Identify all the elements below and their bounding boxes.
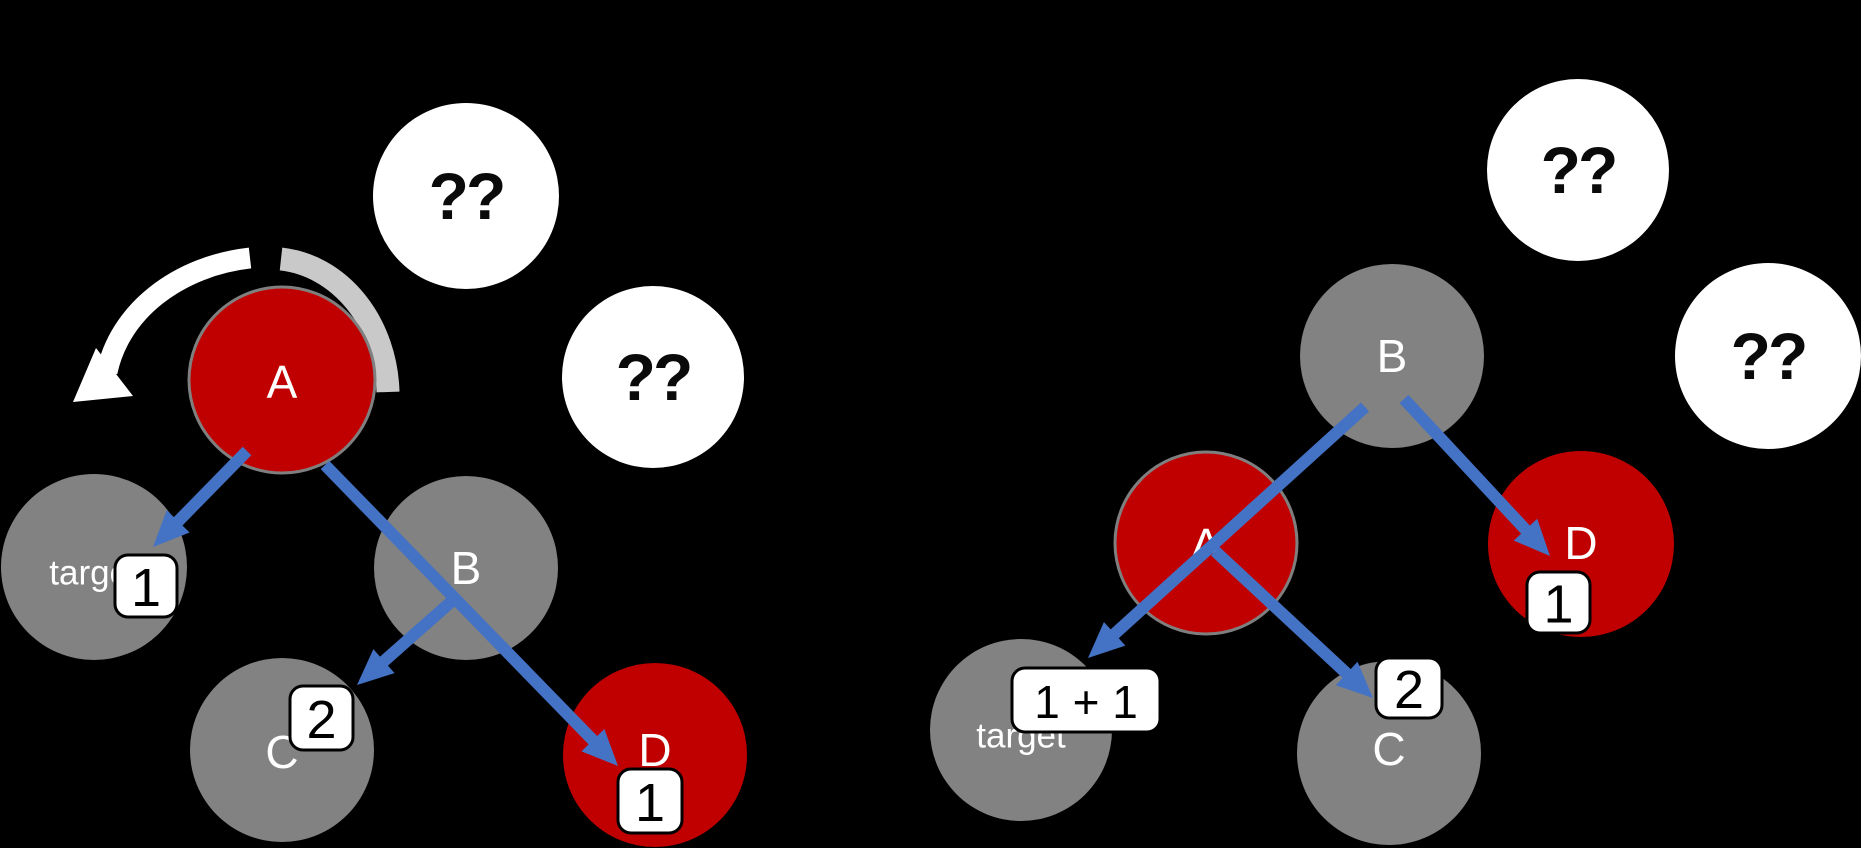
node-circle-B	[1300, 264, 1484, 448]
edge-shaft	[1210, 546, 1357, 684]
node-label-B: B	[1377, 330, 1408, 382]
node-left-unknown-2: ??	[562, 286, 744, 468]
edge-arrowhead-icon	[357, 649, 395, 685]
rotation-arrow-head	[73, 348, 133, 402]
edge-shaft	[168, 446, 252, 532]
node-circle-unknown-1	[373, 103, 559, 289]
node-circle-B	[374, 476, 558, 660]
node-circle-unknown-2	[1675, 263, 1861, 449]
node-label-A: A	[267, 356, 298, 408]
edge-shaft	[1104, 402, 1370, 644]
node-left-B: B	[374, 476, 558, 660]
cost-badge-left-2: 1	[616, 767, 684, 835]
node-left-unknown-1: ??	[373, 103, 559, 289]
edge-right-B-target	[1088, 402, 1370, 658]
cost-badge-box	[1374, 656, 1444, 720]
node-label-unknown-2: ??	[616, 340, 691, 414]
edge-shaft	[374, 596, 456, 671]
node-left-A: A	[187, 285, 377, 475]
cost-badge-label: 1 + 1	[1034, 676, 1138, 728]
edge-arrowhead-icon	[153, 510, 190, 547]
edge-shaft	[320, 460, 603, 751]
diagram-right: ????BADtargetC121 + 1	[930, 79, 1861, 845]
edge-right-B-D	[1399, 394, 1550, 556]
edge-right-A-C	[1210, 546, 1373, 698]
cost-badge-left-0: 1	[113, 553, 179, 619]
node-circle-unknown-2	[562, 286, 744, 468]
node-label-D: D	[1564, 517, 1597, 569]
node-circle-A	[187, 285, 377, 475]
cost-badge-label: 2	[1394, 660, 1424, 720]
edge-left-A-D	[320, 460, 618, 766]
node-left-D: D	[563, 663, 747, 847]
edge-shaft	[1399, 394, 1536, 540]
cost-badge-left-1: 2	[288, 684, 355, 752]
cost-badge-label: 1	[131, 558, 161, 618]
cost-badge-label: 1	[1543, 575, 1573, 635]
cost-badge-box	[1525, 570, 1592, 635]
cost-badge-label: 1	[635, 773, 665, 833]
node-right-B: B	[1300, 264, 1484, 448]
cost-badge-box	[616, 767, 684, 835]
cost-badge-right-0: 1	[1525, 570, 1592, 635]
cost-badge-right-2: 1 + 1	[1010, 666, 1162, 734]
cost-badge-box	[288, 684, 355, 752]
node-label-D: D	[638, 724, 671, 776]
edge-arrowhead-icon	[581, 729, 618, 766]
edge-arrowhead-icon	[1513, 518, 1550, 556]
node-label-unknown-2: ??	[1731, 319, 1806, 393]
node-right-unknown-1: ??	[1487, 79, 1669, 261]
cost-badge-label: 2	[306, 690, 336, 750]
node-label-unknown-1: ??	[1541, 133, 1616, 207]
node-right-unknown-2: ??	[1675, 263, 1861, 449]
edge-arrowhead-icon	[1335, 661, 1373, 698]
cost-badge-right-1: 2	[1374, 656, 1444, 720]
cost-badge-box	[1010, 666, 1162, 734]
rotation-arrow-icon	[73, 247, 400, 402]
node-label-unknown-1: ??	[429, 159, 504, 233]
node-circle-D	[563, 663, 747, 847]
cost-badge-box	[113, 553, 179, 619]
rotation-arrow-white-arc	[96, 247, 252, 375]
edge-arrowhead-icon	[1088, 621, 1126, 658]
node-circle-unknown-1	[1487, 79, 1669, 261]
edge-left-A-target	[153, 446, 252, 547]
node-label-B: B	[451, 542, 482, 594]
edge-left-B-C	[357, 596, 456, 685]
rotation-arrow-gray-arc	[279, 247, 400, 393]
node-label-C: C	[1372, 723, 1405, 775]
